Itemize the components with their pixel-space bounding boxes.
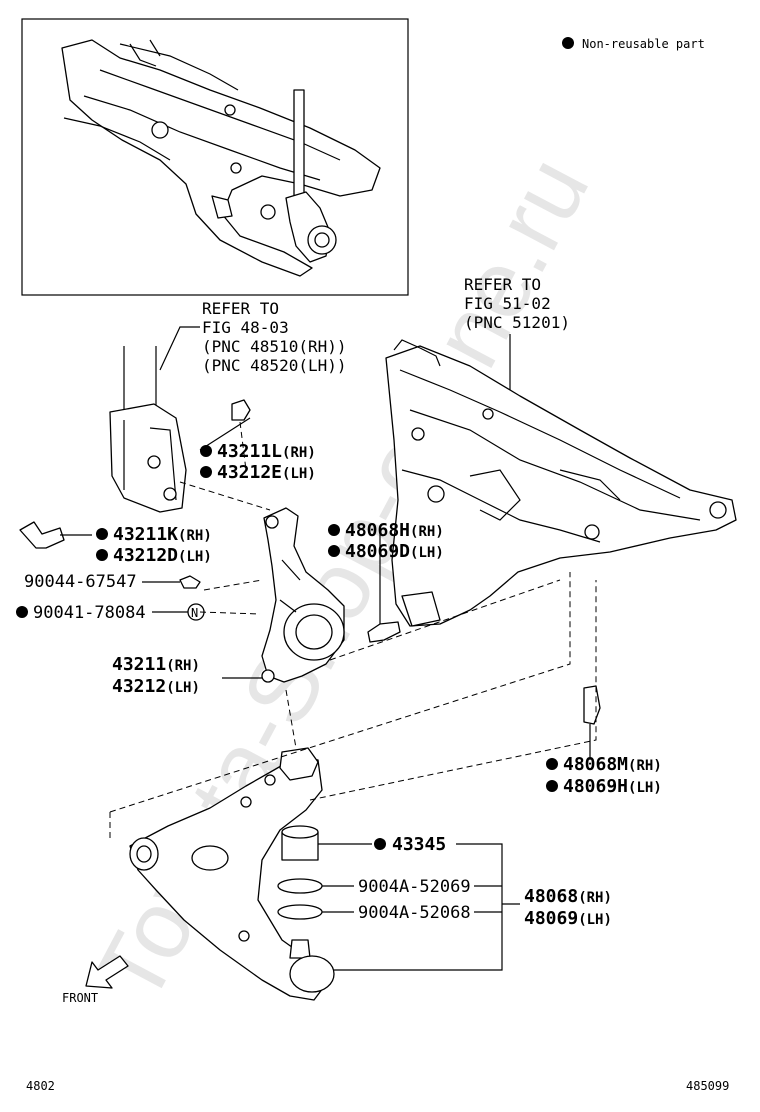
strut-reference-note: REFER TO FIG 48-03 (PNC 48510(RH)) (PNC … [159,299,347,375]
nonreusable-bullet-icon [328,545,340,557]
svg-text:48069(LH): 48069(LH) [524,908,612,929]
crossmember-reference-note: REFER TO FIG 51-02 (PNC 51201) [464,275,570,408]
overview-frame [21,18,409,296]
label-48069H: 48069H(LH) [546,776,662,797]
svg-text:43345: 43345 [392,834,446,855]
svg-text:48069H(LH): 48069H(LH) [563,776,662,797]
footer: 4802 485099 [26,1079,729,1093]
label-9004A-52069: 9004A-52069 [358,877,471,897]
label-43211: 43211(RH) [112,654,200,675]
label-48068H: 48068H(RH) [328,520,444,541]
crossmember-illustration [385,339,737,627]
strut-illustration [109,346,187,513]
nonreusable-bullet-icon [328,524,340,536]
ball-joint-illustration [277,825,335,993]
nonreusable-bullet-icon [374,838,386,850]
svg-text:485099: 485099 [686,1079,729,1093]
svg-text:48068M(RH): 48068M(RH) [563,754,662,775]
svg-text:REFER TO: REFER TO [464,275,541,294]
overview-subframe-illustration [61,39,381,277]
label-48068: 48068(RH) [524,886,612,907]
svg-text:4802: 4802 [26,1079,55,1093]
label-43211K: 43211K(RH) [96,524,212,545]
svg-text:9004A-52069: 9004A-52069 [358,877,471,897]
label-48069: 48069(LH) [524,908,612,929]
label-43212D: 43212D(LH) [96,545,212,566]
lower-arm-illustration [129,747,327,1001]
svg-text:FIG 48-03: FIG 48-03 [202,318,289,337]
fasteners-illustration: N [19,399,601,725]
svg-text:43211L(RH): 43211L(RH) [217,441,316,462]
nonreusable-bullet-icon [16,606,28,618]
nonreusable-bullet-icon [200,445,212,457]
svg-text:43212E(LH): 43212E(LH) [217,462,316,483]
nonreusable-bullet-icon [546,780,558,792]
knuckle-illustration [261,507,345,683]
label-43212E: 43212E(LH) [200,462,316,483]
svg-text:(PNC 48510(RH)): (PNC 48510(RH)) [202,337,347,356]
front-direction-arrow: FRONT [62,955,129,1005]
svg-text:48068(RH): 48068(RH) [524,886,612,907]
nonreusable-bullet-icon [96,528,108,540]
svg-text:(PNC 51201): (PNC 51201) [464,313,570,332]
svg-text:43211K(RH): 43211K(RH) [113,524,212,545]
nonreusable-bullet-icon [546,758,558,770]
svg-text:FIG 51-02: FIG 51-02 [464,294,551,313]
label-90044-67547: 90044-67547 [24,572,137,592]
svg-text:Non-reusable part: Non-reusable part [582,37,705,51]
svg-text:N: N [191,606,198,620]
label-9004A-52068: 9004A-52068 [358,903,471,923]
svg-text:48068H(RH): 48068H(RH) [345,520,444,541]
svg-text:(PNC 48520(LH)): (PNC 48520(LH)) [202,356,347,375]
assembly-dashed-lines [109,421,597,840]
svg-text:90041-78084: 90041-78084 [33,603,146,623]
label-43212: 43212(LH) [112,676,200,697]
label-43345: 43345 [374,834,446,855]
svg-text:9004A-52068: 9004A-52068 [358,903,471,923]
svg-text:43212D(LH): 43212D(LH) [113,545,212,566]
label-90041-78084: 90041-78084 [16,603,146,623]
svg-text:48069D(LH): 48069D(LH) [345,541,444,562]
svg-text:43212(LH): 43212(LH) [112,676,200,697]
svg-text:REFER TO: REFER TO [202,299,279,318]
label-43211L: 43211L(RH) [200,441,316,462]
legend: Non-reusable part [562,37,705,51]
svg-text:43211(RH): 43211(RH) [112,654,200,675]
svg-text:FRONT: FRONT [62,991,98,1005]
nonreusable-bullet-icon [200,466,212,478]
nonreusable-bullet-icon [96,549,108,561]
leader-lines [60,417,591,971]
legend-bullet-icon [562,37,574,49]
label-48069D: 48069D(LH) [328,541,444,562]
label-48068M: 48068M(RH) [546,754,662,775]
svg-text:90044-67547: 90044-67547 [24,572,137,592]
